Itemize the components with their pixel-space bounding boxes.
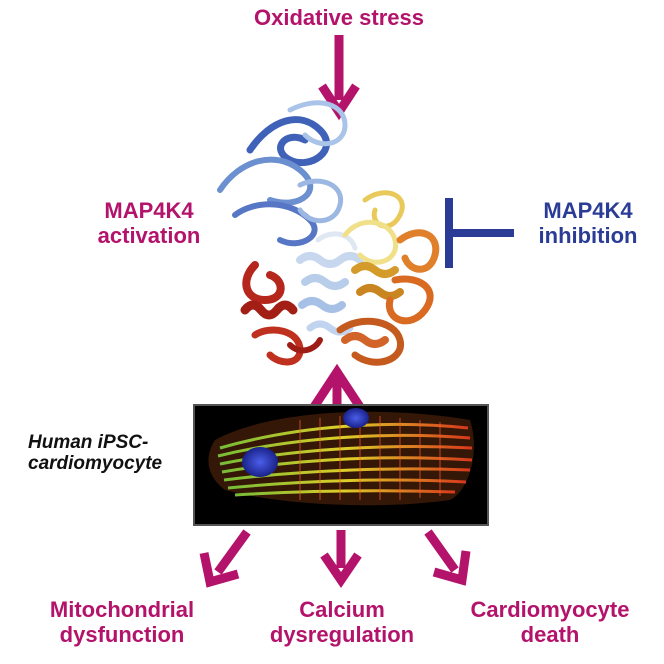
outcome-calcium-line2: dysregulation <box>269 621 415 647</box>
activation-label-line1: MAP4K4 <box>104 198 194 223</box>
inhibition-label-line2: inhibition <box>538 222 638 248</box>
stress-arrow <box>318 35 360 121</box>
activation-label-line2: activation <box>97 222 201 248</box>
outcome-mitochondrial: Mitochondrial dysfunction <box>24 597 220 647</box>
outcome-calcium: Calcium dysregulation <box>248 597 436 647</box>
outcome-arrow-left <box>199 529 251 588</box>
outcome-death-line2: death <box>520 621 580 647</box>
inhibition-bar <box>445 198 514 268</box>
cardiomyocyte-micrograph <box>193 404 489 526</box>
nucleus <box>242 447 278 477</box>
outcome-mitochondrial-line2: dysfunction <box>59 621 185 647</box>
outcome-death-line1: Cardiomyocyte <box>470 597 630 622</box>
activation-label: MAP4K4 activation <box>76 198 222 248</box>
outcome-arrow-right <box>424 529 471 586</box>
inhibition-label: MAP4K4 inhibition <box>518 198 658 248</box>
outcome-calcium-line1: Calcium <box>299 597 385 622</box>
cell-to-protein-arrow <box>308 363 366 413</box>
outcome-cardiomyocyte-death: Cardiomyocyte death <box>446 597 654 647</box>
stimulus-label: Oxidative stress <box>254 5 424 30</box>
cell-label: Human iPSC- cardiomyocyte <box>28 432 190 475</box>
outcome-arrow-center <box>320 530 362 589</box>
cell-label-line2: cardiomyocyte <box>28 453 163 475</box>
cell-label-line1: Human iPSC- <box>28 432 149 453</box>
inhibition-label-line1: MAP4K4 <box>543 198 633 223</box>
map4k4-protein-structure <box>217 100 440 366</box>
outcome-mitochondrial-line1: Mitochondrial <box>49 597 195 622</box>
nucleus <box>343 408 369 428</box>
